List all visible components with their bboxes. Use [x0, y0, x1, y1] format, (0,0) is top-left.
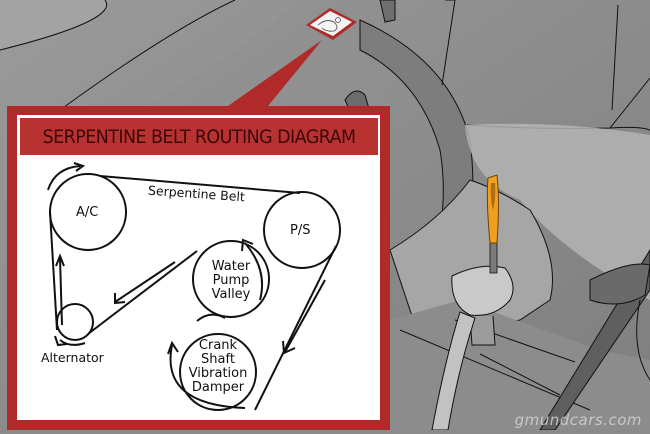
ac-label: A/C [76, 205, 99, 220]
diagram-title-bar: SERPENTINE BELT ROUTING DIAGRAM [20, 118, 378, 155]
crankshaft-label-3: Vibration [188, 366, 248, 381]
crankshaft-label-2: Shaft [201, 352, 235, 367]
water-pump-label-2: Pump [212, 273, 250, 288]
water-pump-label-3: Valley [211, 287, 251, 302]
crankshaft-pulley [179, 333, 257, 411]
diagram-title: SERPENTINE BELT ROUTING DIAGRAM [42, 125, 356, 148]
water-pump-label-1: Water [211, 259, 251, 274]
watermark: gmundcars.com [514, 411, 642, 429]
water-pump-pulley [192, 240, 270, 318]
alternator-label: Alternator [41, 350, 104, 365]
crankshaft-label-1: Crank [198, 338, 238, 353]
ps-pulley [263, 191, 341, 269]
dipstick-handle-highlight [486, 174, 499, 244]
ps-label: P/S [290, 223, 311, 238]
crankshaft-label-4: Damper [191, 380, 245, 395]
engine-diagram-sticker-icon [306, 8, 357, 40]
